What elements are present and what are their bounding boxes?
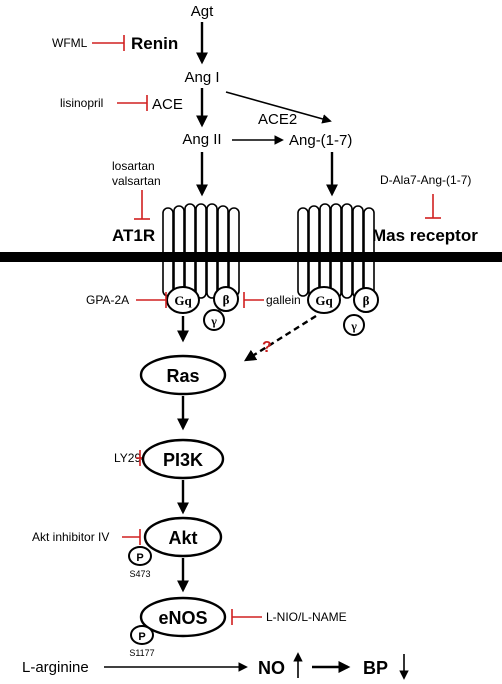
beta-subunit-mas: [353, 287, 379, 313]
at1r-receptor-helices: [162, 203, 240, 299]
cell-membrane: [0, 252, 502, 262]
akt-label: Akt: [168, 528, 197, 548]
lnio-label: L-NIO/L-NAME: [266, 610, 347, 624]
enos-phospho-circle: [130, 625, 154, 645]
at1r-label: AT1R: [112, 226, 155, 245]
ace2-label: ACE2: [258, 111, 297, 128]
gq-subunit-mas: [307, 286, 341, 314]
ras-label: Ras: [166, 366, 199, 386]
renin-label: Renin: [131, 34, 178, 53]
larginine-label: L-arginine: [22, 659, 89, 676]
aktinh-label: Akt inhibitor IV: [32, 530, 109, 544]
wfml-label: WFML: [52, 36, 88, 50]
enos-label: eNOS: [158, 608, 207, 628]
membrane-over-at1r: [160, 252, 242, 262]
gq-label-mas: Gq: [315, 293, 333, 308]
akt-node: [143, 516, 223, 558]
s473-label: S473: [129, 569, 150, 579]
beta-subunit-at1r: [213, 286, 239, 312]
gamma-label-mas: γ: [350, 319, 357, 333]
arrow-mas-ras-dashed: [243, 314, 317, 362]
gq-label-at1r: Gq: [174, 293, 192, 308]
ang17-label: Ang-(1-7): [289, 132, 352, 149]
no-label: NO: [258, 658, 285, 678]
mas-label: Mas receptor: [372, 226, 478, 245]
ras-node: [139, 354, 227, 396]
akt-phospho-circle: [128, 546, 152, 566]
gq-subunit-at1r: [166, 286, 200, 314]
gamma-subunit-at1r: [203, 309, 225, 331]
enos-phospho-label: P: [138, 631, 145, 643]
gamma-subunit-mas: [343, 314, 365, 336]
losartan-label: losartan: [112, 159, 155, 173]
dala-label: D-Ala7-Ang-(1-7): [380, 173, 471, 187]
enos-node: [139, 596, 227, 638]
s1177-label: S1177: [129, 648, 154, 658]
arrow-angi-ang17: [225, 91, 332, 124]
ang1-label: Ang I: [184, 69, 219, 86]
lisinopril-label: lisinopril: [60, 96, 103, 110]
bp-label: BP: [363, 658, 388, 678]
gamma-label-at1r: γ: [210, 314, 217, 328]
ang2-label: Ang II: [182, 131, 221, 148]
pi3k-label: PI3K: [163, 450, 203, 470]
akt-phospho-label: P: [136, 552, 143, 564]
gpa2a-label: GPA-2A: [86, 293, 129, 307]
ace-label: ACE: [152, 96, 183, 113]
beta-label-mas: β: [363, 293, 370, 308]
valsartan-label: valsartan: [112, 174, 161, 188]
question-mark: ?: [262, 339, 272, 356]
beta-label-at1r: β: [223, 292, 230, 307]
pi3k-node: [141, 438, 225, 480]
mas-receptor-helices: [297, 203, 375, 299]
membrane-over-mas: [295, 252, 377, 262]
agt-label: Agt: [191, 3, 214, 20]
gallein-label: gallein: [266, 293, 301, 307]
